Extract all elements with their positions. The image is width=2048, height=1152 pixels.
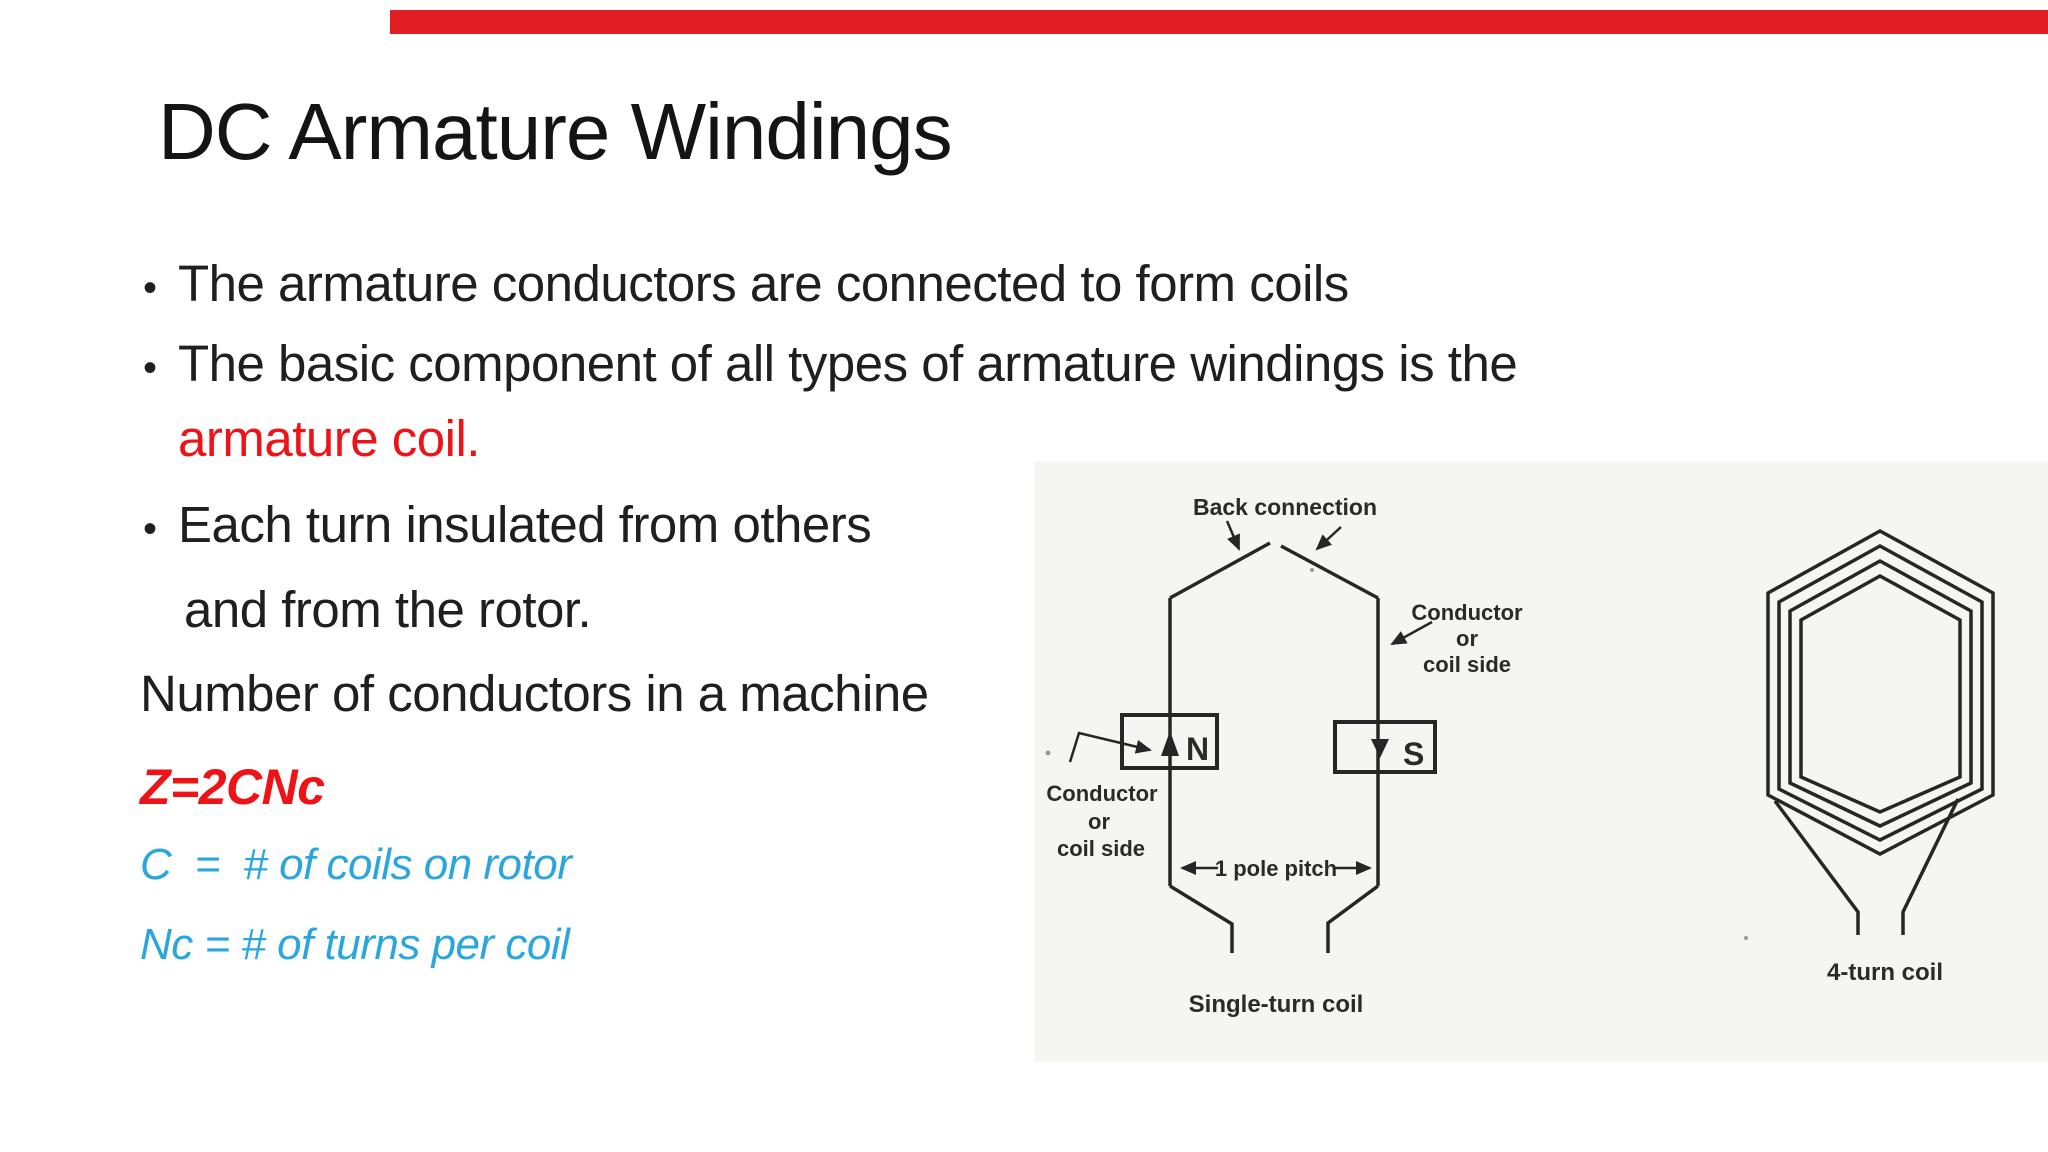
scan-speck (1045, 750, 1051, 756)
back-connection-label: Back connection (1193, 494, 1377, 520)
conductor-left-label-line1: Conductor (1046, 781, 1158, 806)
four-turn-caption: 4-turn coil (1827, 959, 1943, 986)
accent-bar (390, 10, 2048, 34)
down-arrowhead (1371, 739, 1389, 758)
four-turn-lead-left (1773, 799, 1860, 935)
coil-figure-panel: Back connection Conductor or coil side N… (1035, 462, 2048, 1062)
machine-line: Number of conductors in a machine (140, 665, 929, 722)
coil-lead-right (1326, 884, 1380, 953)
bullet-3-text: Each turn insulated from others (178, 496, 872, 553)
coil-lead-left (1169, 884, 1234, 953)
bullet-dot: • (143, 507, 157, 551)
formula-z: Z=2CNc (140, 759, 325, 815)
back-connection-arrow-left (1225, 520, 1241, 551)
conductor-right-label-line1: Conductor (1411, 600, 1523, 625)
bullet-dot: • (143, 266, 157, 310)
coil-turn-2 (1777, 544, 1984, 842)
coil-figure-svg: Back connection Conductor or coil side N… (1045, 494, 1995, 1018)
single-turn-coil-diagram: Back connection Conductor or coil side N… (1045, 494, 1523, 1018)
north-pole-box (1120, 713, 1219, 770)
coil-turn-3 (1788, 559, 1973, 828)
bullet-item-2: • The basic component of all types of ar… (143, 333, 1518, 394)
slide-title: DC Armature Windings (158, 87, 953, 176)
bullet-1-text: The armature conductors are connected to… (178, 255, 1349, 312)
bullet-2-text: The basic component of all types of arma… (178, 335, 1518, 392)
definition-nc: Nc = # of turns per coil (140, 920, 570, 969)
bullet-item-1: • The armature conductors are connected … (143, 253, 1349, 314)
scan-speck (1744, 936, 1748, 940)
scan-speck (1310, 568, 1314, 572)
south-pole-label: S (1403, 736, 1424, 772)
bullet-2-highlight: armature coil. (178, 410, 480, 467)
north-pole-label: N (1186, 731, 1209, 767)
conductor-left-label-line2: or (1088, 809, 1110, 834)
bullet-3-continuation: and from the rotor. (184, 581, 592, 638)
conductor-left-label-line3: coil side (1057, 836, 1145, 861)
up-arrowhead (1161, 731, 1179, 756)
four-turn-coil-diagram: 4-turn coil (1744, 529, 1995, 986)
conductor-right-label-line3: coil side (1423, 652, 1511, 677)
back-connection-arrow-right (1315, 526, 1342, 551)
south-pole-box (1333, 720, 1437, 774)
bullet-dot: • (143, 346, 157, 390)
coil-turn-1 (1766, 529, 1995, 856)
back-connection-line-left (1169, 541, 1271, 600)
four-turn-lead-right (1901, 798, 1960, 935)
back-connection-line-right (1280, 544, 1379, 600)
conductor-right-arrow (1390, 620, 1433, 646)
bullet-item-3: • Each turn insulated from others (143, 494, 872, 555)
coil-turn-4 (1799, 573, 1962, 814)
conductor-left-pointer (1068, 731, 1152, 763)
conductor-right-label-line2: or (1456, 626, 1478, 651)
single-turn-caption: Single-turn coil (1189, 991, 1364, 1018)
pole-pitch-label: 1 pole pitch (1215, 856, 1337, 881)
definition-c: C = # of coils on rotor (140, 840, 572, 889)
